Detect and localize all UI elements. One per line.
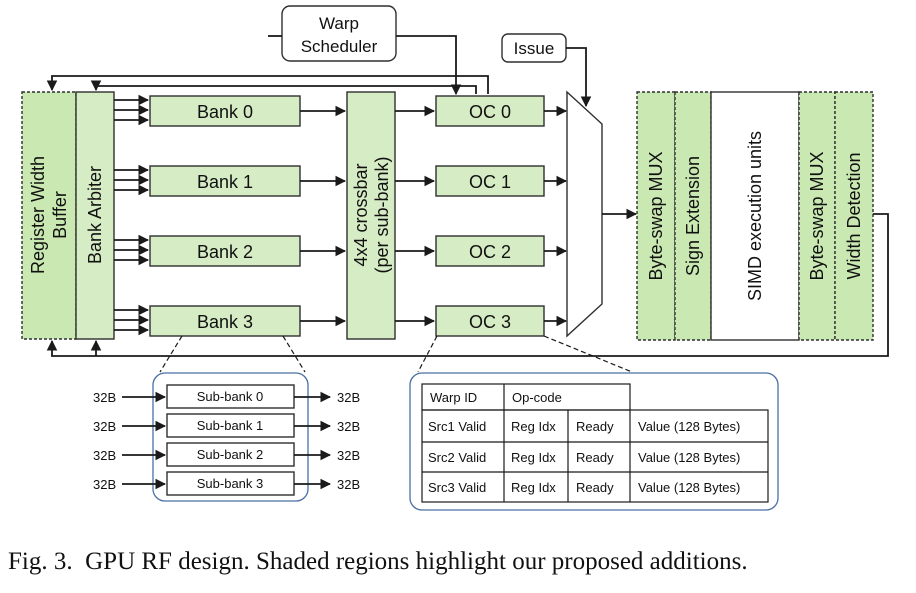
oc-0 [435,95,545,127]
oc-table-r2-c3: Ready [576,450,614,465]
sub-bank-2-in: 32B [93,448,116,463]
oc-table-r2-c4: Value (128 Bytes) [638,450,740,465]
sub-bank-1-out: 32B [337,419,360,434]
register-width-buffer [21,91,77,340]
simd-execution-units-label: SIMD execution units [745,131,765,301]
sub-bank-2-label: Sub-bank 2 [197,447,264,462]
sub-bank-io-arrows [122,391,332,490]
oc-to-mux-arrows [544,105,568,327]
sub-bank-0-label: Sub-bank 0 [197,389,264,404]
oc-table-r3-c4: Value (128 Bytes) [638,480,740,495]
bank-to-crossbar-arrows [300,105,347,327]
bank-1 [149,165,301,197]
oc-3 [435,305,545,337]
warp-scheduler-box [281,5,397,62]
bank-arbiter [75,91,115,340]
sub-bank-3-out: 32B [337,477,360,492]
register-width-buffer-label-2: Buffer [50,191,70,239]
writeback-wire [46,213,889,357]
oc-1-label: OC 1 [469,172,511,192]
width-detection-label: Width Detection [844,152,864,279]
byte-swap-mux-in-label: Byte-swap MUX [646,151,666,280]
oc-table-r1-c4: Value (128 Bytes) [638,419,740,434]
crossbar-to-oc-arrows [395,105,436,327]
sub-bank-3-in: 32B [93,477,116,492]
oc-table-r3-c2: Reg Idx [511,480,556,495]
issue-wire [566,47,592,108]
oc-0-label: OC 0 [469,102,511,122]
bank-0-label: Bank 0 [197,102,253,122]
warp-scheduler-label-2: Scheduler [301,37,378,56]
bank-arbiter-label: Bank Arbiter [85,166,105,264]
oc-table-header-warp-id: Warp ID [430,390,477,405]
sub-bank-0-in: 32B [93,390,116,405]
oc-1 [435,165,545,197]
oc-table-r3-c1: Src3 Valid [428,480,486,495]
arbiter-to-bank-arrows [114,94,150,336]
oc3-zoom-lines [417,335,633,373]
byte-swap-mux-out [798,91,836,341]
oc-table-r1-c3: Ready [576,419,614,434]
issue-label: Issue [514,39,555,58]
byte-swap-mux-out-label: Byte-swap MUX [807,151,827,280]
width-detection [834,91,874,341]
sign-extension [674,91,712,341]
sub-bank-1-in: 32B [93,419,116,434]
oc-table-r2-c1: Src2 Valid [428,450,486,465]
gpu-rf-diagram: Warp Scheduler Issue Register Width Buff… [21,5,889,511]
register-width-buffer-label-1: Register Width [28,156,48,274]
oc-table-r1-c1: Src1 Valid [428,419,486,434]
crossbar-label-2: (per sub-bank) [372,156,392,273]
warp-scheduler-label-1: Warp [319,14,359,33]
bank-0 [149,95,301,127]
bank-3-label: Bank 3 [197,312,253,332]
sub-bank-1-label: Sub-bank 1 [197,418,264,433]
oc-table-r3-c3: Ready [576,480,614,495]
oc-table-r1-c2: Reg Idx [511,419,556,434]
top-feedback-wire [46,75,489,94]
oc-2-label: OC 2 [469,242,511,262]
sign-extension-label: Sign Extension [683,156,703,276]
bank3-zoom-lines [159,335,306,373]
oc-table-r2-c2: Reg Idx [511,450,556,465]
crossbar-label-1: 4x4 crossbar [351,163,371,266]
sub-bank-2-out: 32B [337,448,360,463]
crossbar [346,91,396,340]
oc-table-header-opcode: Op-code [512,390,562,405]
bank-2 [149,235,301,267]
figure-caption-text: GPU RF design. Shaded regions highlight … [85,548,748,575]
issue-mux [566,90,603,338]
oc-table-grid [421,383,769,503]
figure-caption-label: Fig. 3. [8,548,73,575]
bank-2-label: Bank 2 [197,242,253,262]
bank-1-label: Bank 1 [197,172,253,192]
figure-caption: Fig. 3. GPU RF design. Shaded regions hi… [8,548,913,576]
warp-scheduler-wires [268,35,462,96]
sub-bank-0-out: 32B [337,390,360,405]
bank-3 [149,305,301,337]
simd-execution-units [710,91,800,341]
byte-swap-mux-in [636,91,676,341]
sub-bank-3-label: Sub-bank 3 [197,476,264,491]
oc-3-label: OC 3 [469,312,511,332]
